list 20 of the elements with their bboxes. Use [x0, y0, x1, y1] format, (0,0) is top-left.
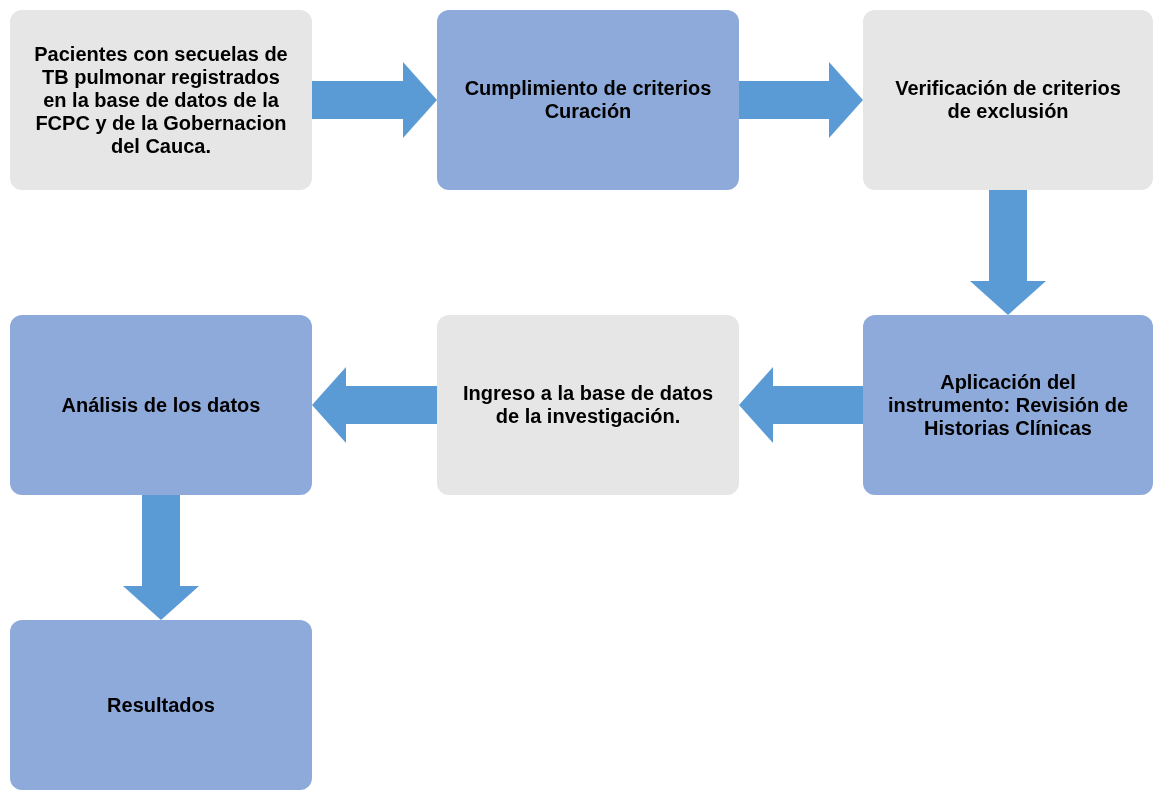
- process-box: [10, 620, 312, 790]
- block-arrow: [739, 62, 863, 138]
- box-text: Análisis de los datos: [61, 393, 261, 417]
- box-text: Verificación de criterios de exclusión: [894, 77, 1122, 123]
- box-text: Cumplimiento de criterios Curación: [463, 77, 713, 123]
- process-box: [863, 315, 1153, 495]
- box-text: Resultados: [107, 693, 215, 717]
- process-box: [437, 315, 739, 495]
- process-box: [10, 10, 312, 190]
- process-box: [863, 10, 1153, 190]
- block-arrow: [312, 367, 437, 443]
- process-box: [10, 315, 312, 495]
- block-arrow: [123, 495, 199, 620]
- box-text: Pacientes con secuelas de TB pulmonar registrados en la base de datos de la FCPC y de la Gobernacion del Cauca.: [34, 42, 288, 158]
- process-box: [437, 10, 739, 190]
- block-arrow: [312, 62, 437, 138]
- box-text: Aplicación del instrumento: Revisión de Historias Clínicas: [887, 370, 1129, 440]
- block-arrow: [970, 190, 1046, 315]
- box-text: Ingreso a la base de datos de la investigación.: [461, 382, 715, 428]
- block-arrow: [739, 367, 863, 443]
